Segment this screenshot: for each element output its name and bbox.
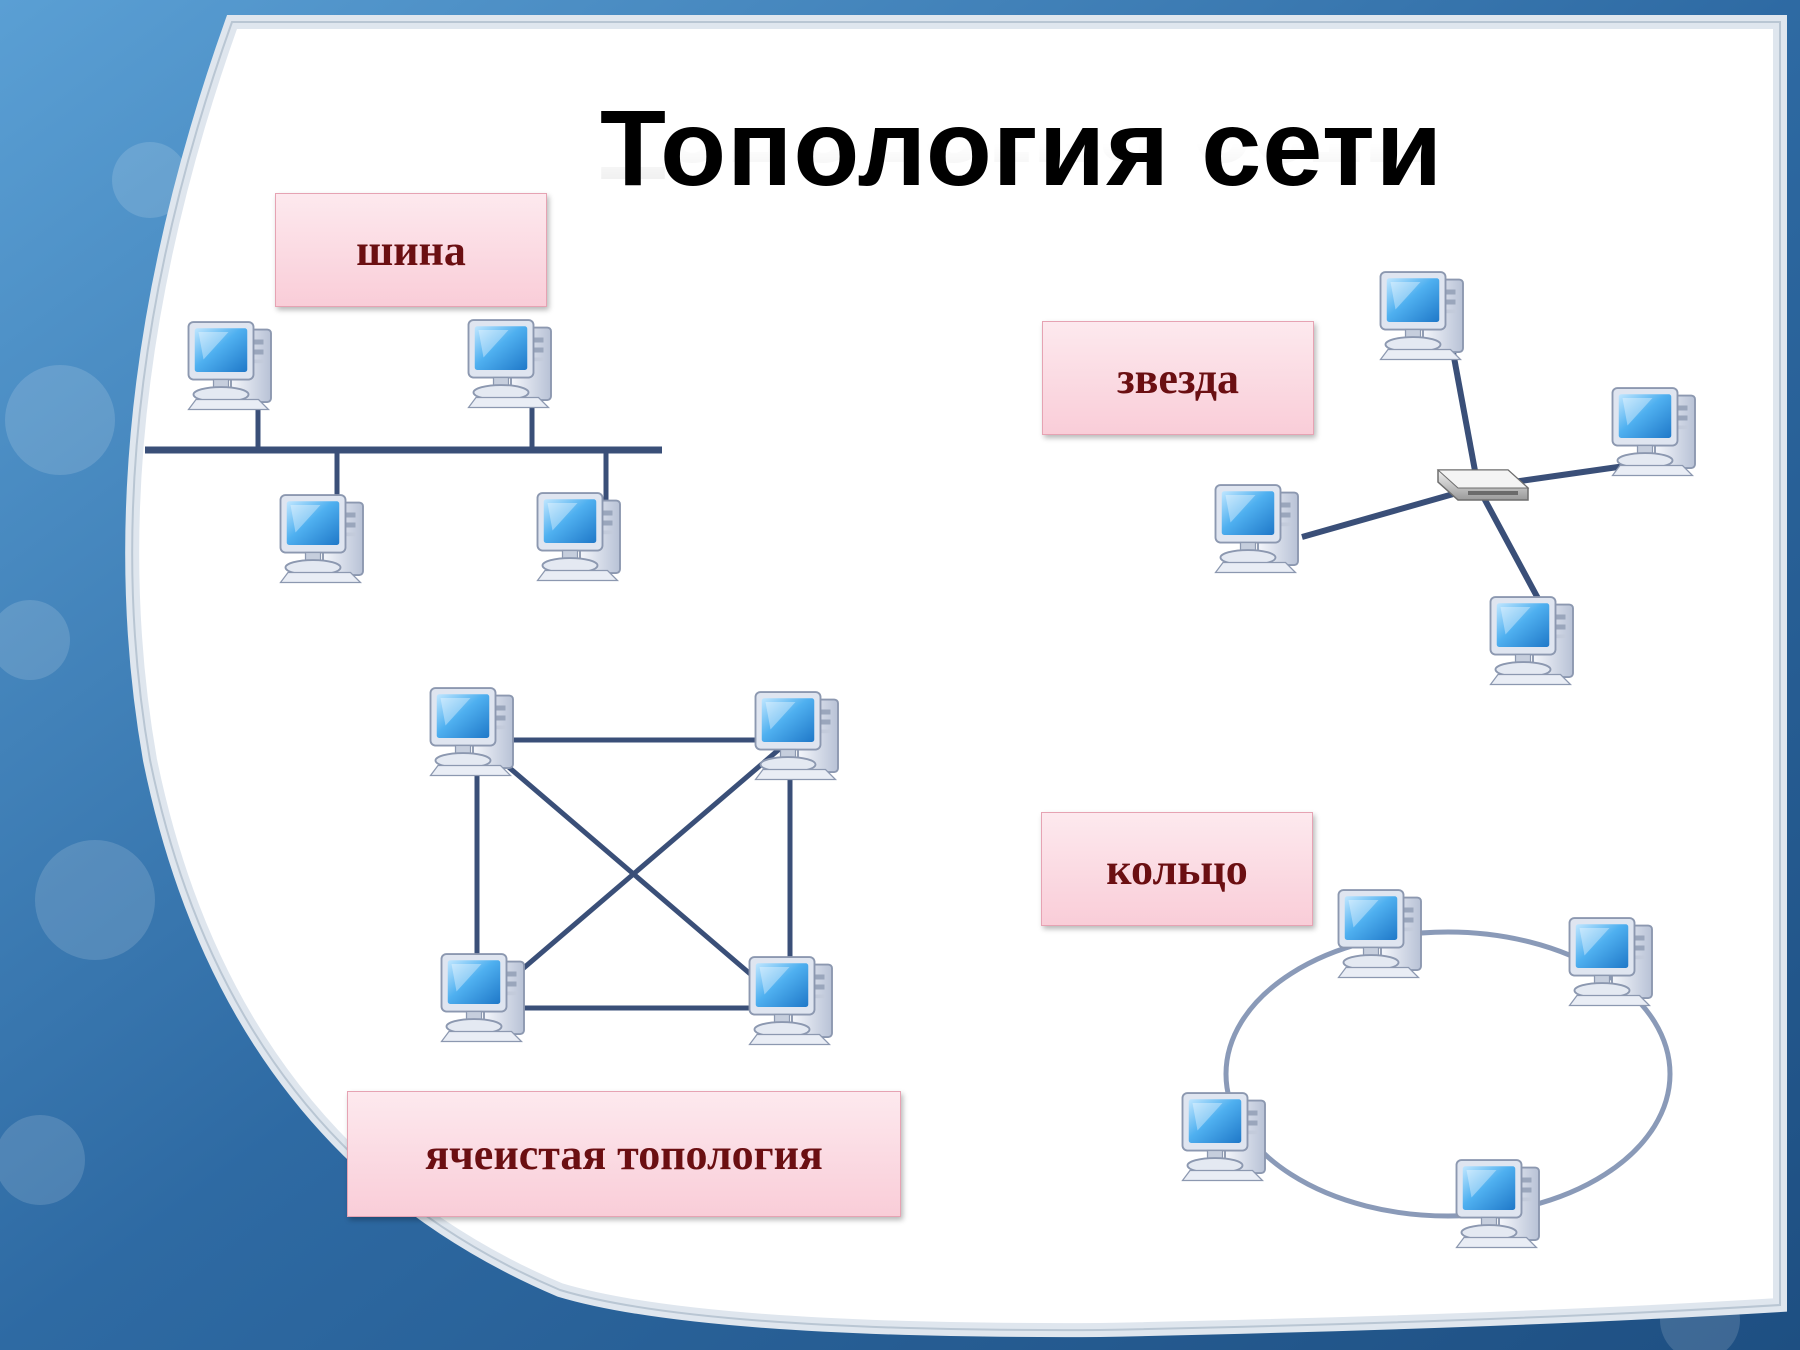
mesh-topology	[429, 687, 839, 1046]
computer-icon	[748, 956, 833, 1046]
computer-icon	[440, 953, 525, 1043]
computer-icon	[536, 492, 621, 582]
star-label: звезда	[1042, 321, 1314, 435]
page-title-reflection: Топология сети	[600, 142, 1430, 203]
computer-icon	[1455, 1159, 1540, 1249]
computer-icon	[1337, 889, 1422, 979]
computer-icon	[754, 691, 839, 781]
ring-line	[1223, 929, 1673, 1219]
bus-label: шина	[275, 193, 547, 307]
computer-icon	[1568, 917, 1653, 1007]
ring-topology	[1181, 889, 1673, 1249]
network-hub-icon	[1436, 469, 1530, 501]
page-title: Топология сети	[600, 87, 1444, 208]
background-bubbles	[0, 142, 1740, 1350]
computer-icon	[187, 321, 272, 411]
ring-label: кольцо	[1041, 812, 1313, 926]
computer-icon	[1181, 1092, 1266, 1182]
computer-icon	[1379, 271, 1464, 361]
computer-icon	[279, 494, 364, 584]
computer-icon	[1611, 387, 1696, 477]
computer-icon	[1489, 596, 1574, 686]
computer-icon	[429, 687, 514, 777]
mesh-label: ячеистая топология	[347, 1091, 901, 1217]
computer-icon	[467, 319, 552, 409]
star-topology	[1214, 271, 1696, 686]
computer-icon	[1214, 484, 1299, 574]
bus-topology	[145, 319, 662, 584]
